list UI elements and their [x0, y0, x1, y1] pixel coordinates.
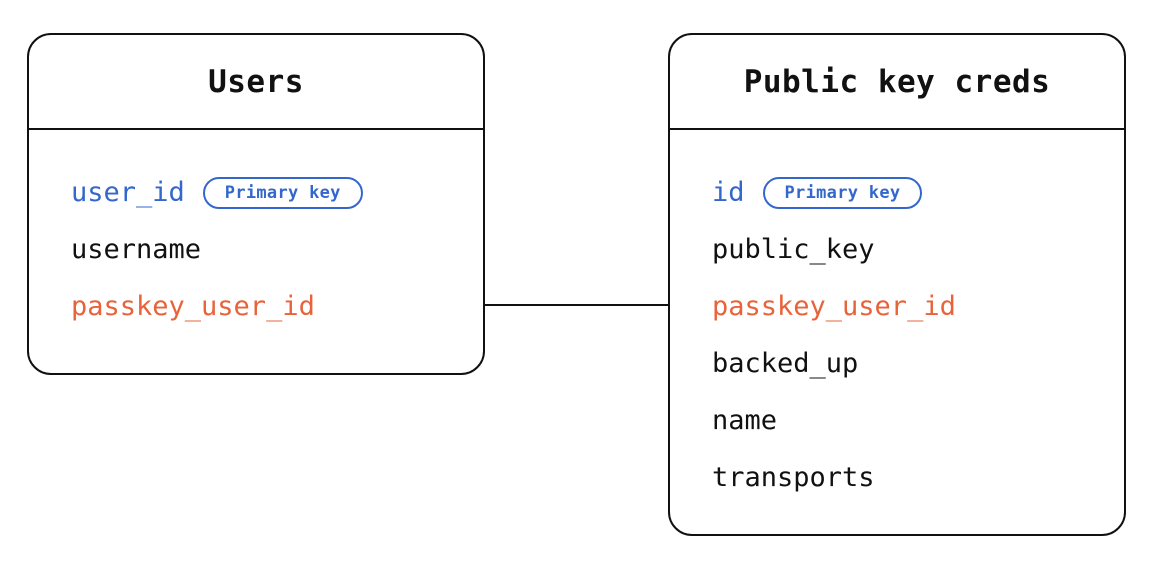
- field-name-public_key_creds-passkey_user_id: passkey_user_id: [712, 291, 956, 322]
- field-row-users-passkey_user_id[interactable]: passkey_user_id: [29, 278, 483, 335]
- field-name-public_key_creds-public_key: public_key: [712, 234, 875, 265]
- primary-key-badge-public_key_creds: Primary key: [762, 176, 923, 209]
- entity-header-users: Users: [29, 35, 483, 130]
- field-row-users-user_id[interactable]: user_id Primary key: [29, 164, 483, 221]
- field-row-public_key_creds-public_key[interactable]: public_key: [670, 221, 1124, 278]
- field-name-public_key_creds-name: name: [712, 405, 778, 436]
- field-row-public_key_creds-passkey_user_id[interactable]: passkey_user_id: [670, 278, 1124, 335]
- field-row-public_key_creds-id[interactable]: id Primary key: [670, 164, 1124, 221]
- field-row-users-username[interactable]: username: [29, 221, 483, 278]
- entity-title-public_key_creds: Public key creds: [743, 63, 1051, 100]
- primary-key-badge-users: Primary key: [202, 176, 363, 209]
- field-name-users-user_id: user_id: [71, 177, 185, 208]
- field-name-public_key_creds-transports: transports: [712, 462, 875, 493]
- field-row-public_key_creds-name[interactable]: name: [670, 392, 1124, 449]
- field-row-public_key_creds-backed_up[interactable]: backed_up: [670, 335, 1124, 392]
- field-row-public_key_creds-transports[interactable]: transports: [670, 449, 1124, 506]
- relationship-connector-users-to-public_key_creds: [483, 304, 668, 306]
- entity-title-users: Users: [208, 63, 304, 100]
- field-name-public_key_creds-id: id: [712, 177, 745, 208]
- field-name-public_key_creds-backed_up: backed_up: [712, 348, 859, 379]
- field-name-users-passkey_user_id: passkey_user_id: [71, 291, 315, 322]
- entity-header-public_key_creds: Public key creds: [670, 35, 1124, 130]
- field-name-users-username: username: [71, 234, 202, 265]
